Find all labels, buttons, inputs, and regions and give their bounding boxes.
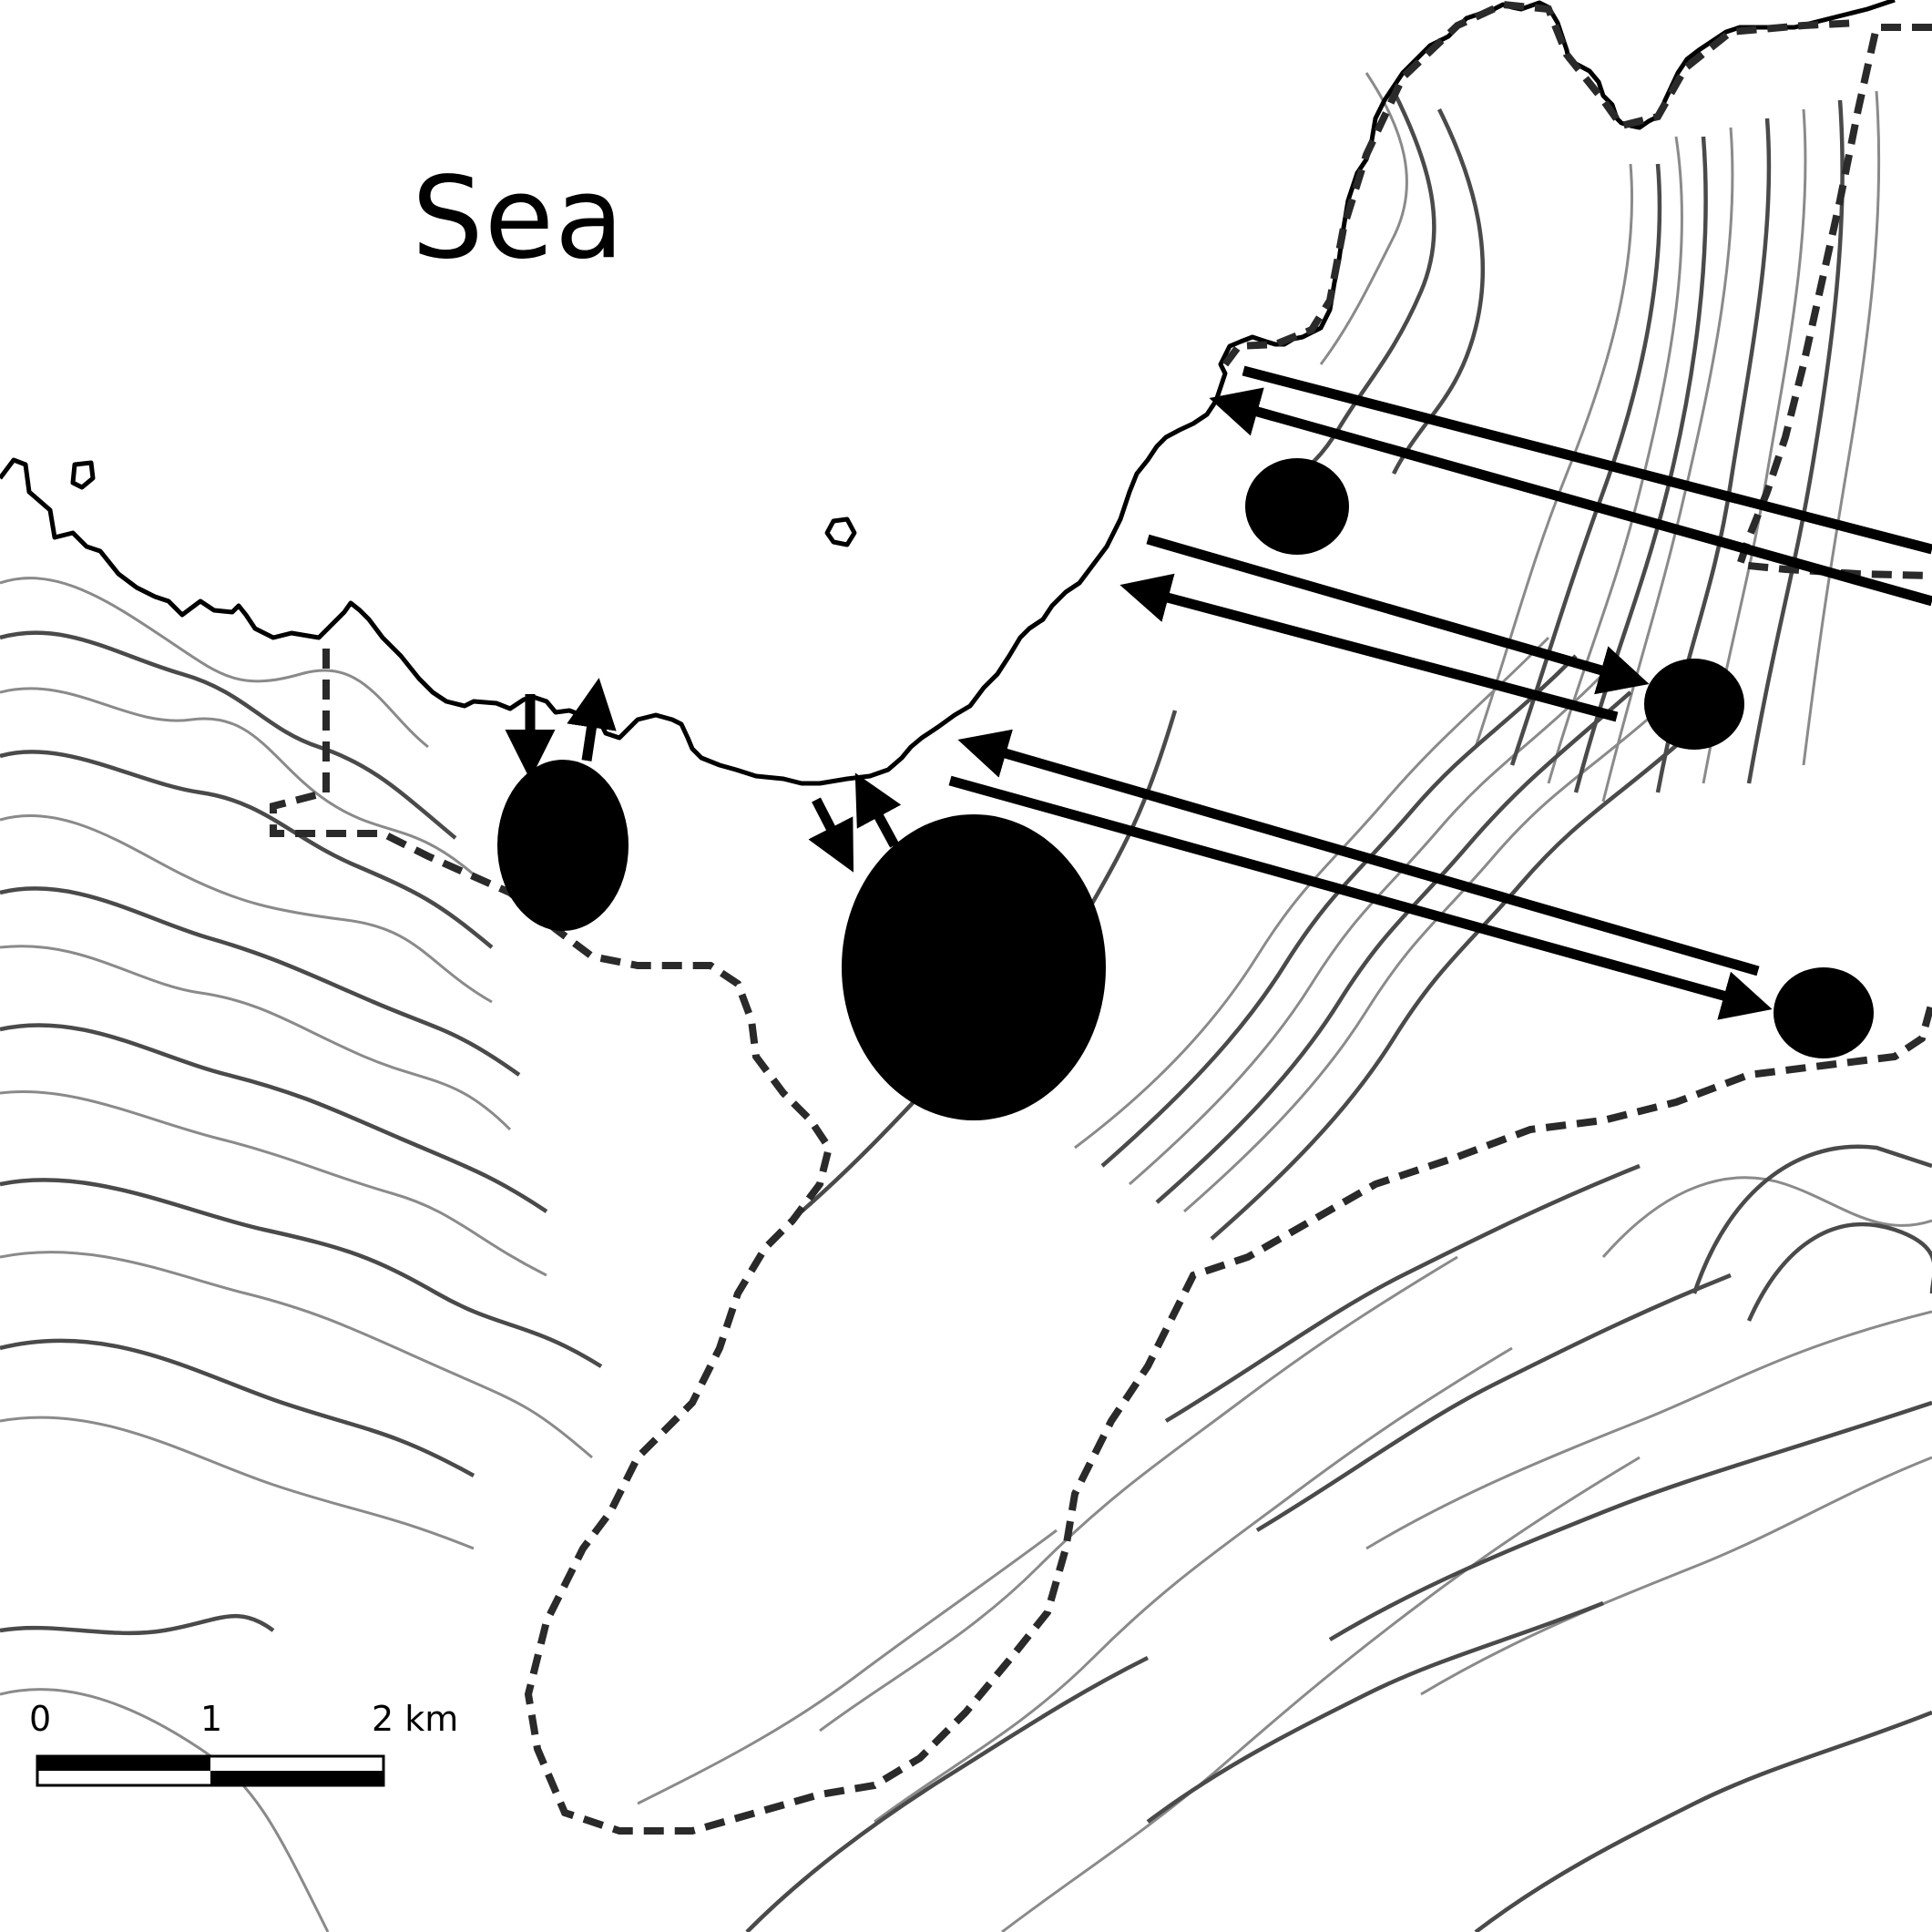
flow-arrows [505, 365, 1932, 1020]
study-area-boundary [270, 0, 1932, 1835]
flow-arrow [1119, 573, 1619, 722]
coastline [0, 0, 1896, 786]
flow-arrow [1242, 365, 1932, 555]
node-small [1774, 967, 1874, 1058]
contours-minor [0, 72, 1932, 1932]
scale-tick-1: 1 [200, 1699, 223, 1739]
scale-tick-0: 0 [29, 1699, 52, 1739]
flow-arrow [854, 772, 902, 848]
flow-arrow [957, 729, 1760, 976]
sea-label: Sea [412, 153, 625, 284]
node-small [1245, 458, 1349, 555]
flow-arrow [808, 797, 854, 873]
nodes [497, 458, 1874, 1120]
flow-arrow [1209, 387, 1932, 607]
node-medium [497, 760, 629, 931]
node-small [1644, 659, 1744, 750]
scale-tick-2km: 2 km [372, 1699, 459, 1739]
flow-arrow [948, 775, 1773, 1020]
flow-arrow [1146, 534, 1650, 695]
scale-bar [36, 1754, 385, 1787]
flow-arrow [567, 678, 617, 762]
node-large [842, 814, 1106, 1120]
